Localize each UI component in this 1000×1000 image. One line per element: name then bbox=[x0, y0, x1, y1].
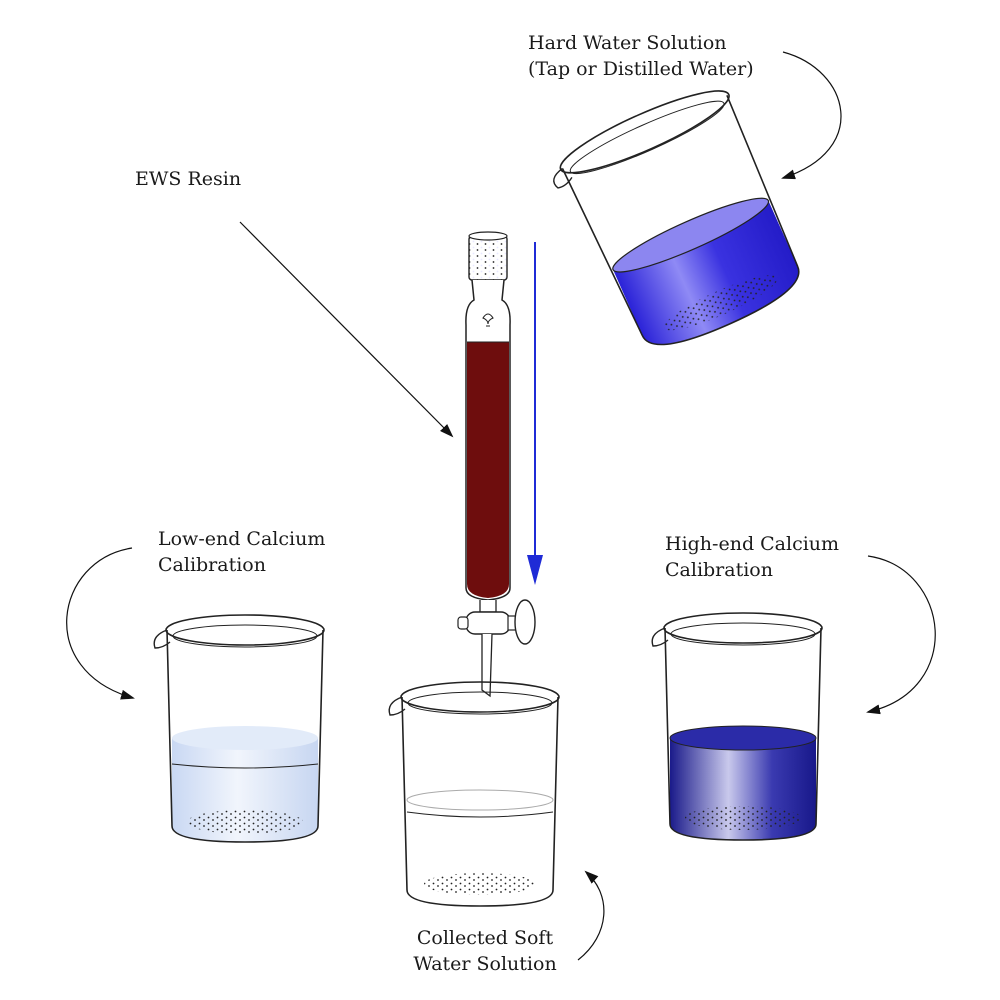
high-end-label: High-end Calcium Calibration bbox=[665, 531, 839, 583]
low-end-beaker-spout bbox=[153, 629, 171, 649]
collected-label: Collected Soft Water Solution bbox=[400, 925, 570, 977]
stopper-top bbox=[468, 231, 508, 241]
low-end-beaker-body bbox=[166, 629, 324, 843]
low-end-meniscus bbox=[171, 763, 319, 769]
stopcock-nut bbox=[457, 616, 469, 630]
high-end-beaker-spout bbox=[651, 627, 669, 647]
hard-water-label-line2: (Tap or Distilled Water) bbox=[528, 58, 754, 80]
hard-water-curved-arrow bbox=[781, 51, 842, 180]
collected-beaker-spout bbox=[388, 696, 406, 716]
resin-pointer-arrow bbox=[239, 221, 454, 438]
low-end-beaker bbox=[153, 614, 325, 843]
collected-beaker-body bbox=[401, 696, 559, 907]
low-end-beaker-rim-inner bbox=[172, 624, 318, 648]
hard-water-surface bbox=[612, 197, 770, 273]
resin-bed-bottom bbox=[467, 584, 509, 598]
low-end-label: Low-end Calcium Calibration bbox=[158, 526, 325, 578]
collected-beaker-rim bbox=[400, 681, 560, 713]
collected-beaker bbox=[388, 681, 560, 907]
high-end-label-line1: High-end Calcium bbox=[665, 533, 840, 555]
hard-water-beaker bbox=[553, 90, 800, 346]
high-end-beaker bbox=[651, 612, 823, 841]
flow-arrow-head bbox=[527, 555, 543, 585]
low-end-curved-arrow bbox=[66, 547, 135, 700]
low-end-beaker-rim bbox=[165, 614, 325, 646]
ews-resin-label: EWS Resin bbox=[135, 166, 241, 192]
standard-taper-icon bbox=[482, 313, 494, 327]
resin-column bbox=[457, 231, 536, 698]
hard-water-sediment bbox=[663, 275, 778, 331]
high-end-surface bbox=[669, 725, 817, 751]
drip-tip bbox=[481, 633, 493, 698]
hard-water-beaker-rim bbox=[559, 90, 730, 174]
collected-meniscus bbox=[406, 811, 554, 818]
ews-resin-label-text: EWS Resin bbox=[135, 168, 242, 190]
hard-water-label-line1: Hard Water Solution bbox=[528, 32, 727, 54]
high-end-beaker-rim bbox=[663, 612, 823, 644]
porous-stopper-icon bbox=[468, 235, 508, 281]
high-end-curved-arrow bbox=[866, 555, 936, 715]
high-end-beaker-body bbox=[664, 627, 822, 841]
ews-resin-bed bbox=[467, 342, 509, 584]
hard-water-label: Hard Water Solution (Tap or Distilled Wa… bbox=[528, 30, 754, 82]
hard-water-beaker-body bbox=[561, 94, 800, 346]
low-end-surface bbox=[172, 726, 318, 750]
hard-water-liquid bbox=[613, 200, 799, 345]
stopcock-neck bbox=[479, 600, 497, 613]
collected-surface bbox=[406, 789, 554, 811]
hard-water-beaker-spout bbox=[553, 167, 573, 189]
low-end-label-line2: Calibration bbox=[158, 554, 266, 576]
collected-label-line2: Water Solution bbox=[413, 953, 557, 975]
hard-water-beaker-rim-inner bbox=[569, 100, 725, 175]
low-end-label-line1: Low-end Calcium bbox=[158, 528, 326, 550]
low-end-sediment bbox=[187, 810, 303, 834]
collected-sediment bbox=[424, 873, 536, 895]
high-end-label-line2: Calibration bbox=[665, 559, 773, 581]
collected-beaker-rim-inner bbox=[407, 691, 553, 715]
collected-label-line1: Collected Soft bbox=[416, 927, 554, 949]
stopcock-handle bbox=[514, 599, 536, 645]
stopcock-barrel bbox=[465, 611, 511, 635]
high-end-beaker-rim-inner bbox=[670, 622, 816, 646]
high-end-sediment bbox=[685, 806, 801, 830]
collected-curved-arrow bbox=[577, 870, 605, 961]
